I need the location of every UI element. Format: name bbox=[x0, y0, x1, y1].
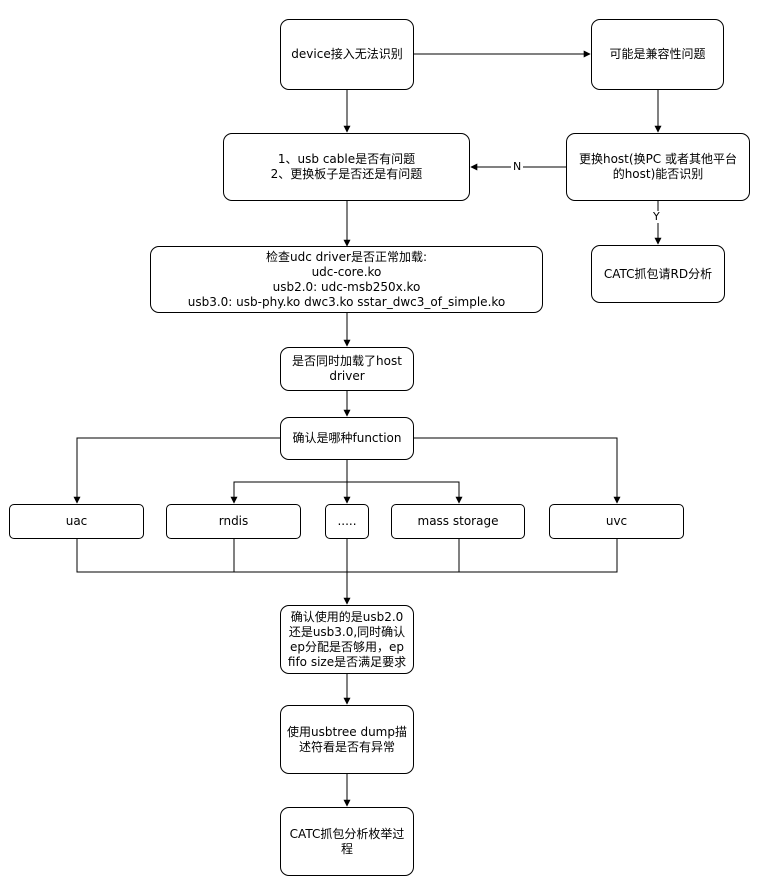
node-text-line: fifo size是否满足要求 bbox=[287, 654, 407, 669]
node-text-line: 使用usbtree dump描 bbox=[287, 724, 407, 739]
node-function: 确认是哪种function bbox=[280, 417, 414, 460]
node-change-host: 更换host(换PC 或者其他平台的host)能否识别 bbox=[566, 133, 750, 201]
node-text-line: usb3.0: usb-phy.ko dwc3.ko sstar_dwc3_of… bbox=[187, 294, 506, 309]
node-text-line: 确认使用的是usb2.0 bbox=[290, 609, 404, 624]
edge-function-rndis bbox=[230, 481, 347, 504]
node-text-line: mass storage bbox=[417, 514, 499, 528]
node-text-line: rndis bbox=[218, 514, 249, 528]
node-text-line: 的host)能否识别 bbox=[612, 167, 704, 181]
node-uvc: uvc bbox=[549, 504, 684, 539]
edge-label-y: Y bbox=[651, 210, 662, 223]
node-text-line: ep分配是否够用，ep bbox=[289, 639, 404, 654]
node-catc-enum: CATC抓包分析枚举过程 bbox=[280, 807, 414, 876]
node-catc-rd: CATC抓包请RD分析 bbox=[591, 245, 725, 303]
node-text-line: usb2.0: udc-msb250x.ko bbox=[272, 279, 421, 294]
edge-function-uac bbox=[73, 437, 280, 504]
node-text-line: device接入无法识别 bbox=[291, 47, 403, 61]
node-text-line: 还是usb3.0,同时确认 bbox=[288, 624, 406, 639]
node-text-line: 程 bbox=[340, 841, 353, 856]
node-text-line: 2、更换板子是否还是有问题 bbox=[270, 167, 423, 181]
node-text-line: CATC抓包分析枚举过 bbox=[289, 826, 405, 841]
node-usbtree: 使用usbtree dump描述符看是否有异常 bbox=[280, 705, 414, 774]
node-rndis: rndis bbox=[166, 504, 301, 539]
node-text-line: driver bbox=[329, 369, 365, 383]
node-text-line: 确认是哪种function bbox=[292, 431, 402, 445]
node-text-line: 可能是兼容性问题 bbox=[609, 47, 706, 61]
edge-function-uvc bbox=[414, 437, 621, 504]
edge-label-n: N bbox=[511, 160, 524, 173]
node-text-line: 是否同时加载了host bbox=[292, 354, 402, 368]
node-dots: ..... bbox=[325, 504, 369, 539]
node-device: device接入无法识别 bbox=[280, 19, 414, 90]
node-text-line: 检查udc driver是否正常加载: bbox=[266, 249, 427, 264]
node-text-line: 更换host(换PC 或者其他平台 bbox=[578, 152, 738, 166]
node-uac: uac bbox=[9, 504, 144, 539]
node-text-line: CATC抓包请RD分析 bbox=[603, 266, 713, 281]
node-text-line: 述符看是否有异常 bbox=[298, 739, 395, 754]
node-text-line: ..... bbox=[337, 514, 357, 528]
node-text-line: uvc bbox=[605, 514, 628, 528]
edge-function-mass bbox=[347, 481, 463, 504]
node-text-line: uac bbox=[65, 514, 88, 528]
node-compat: 可能是兼容性问题 bbox=[591, 19, 724, 90]
node-mass-storage: mass storage bbox=[391, 504, 525, 539]
node-text-line: udc-core.ko bbox=[311, 264, 382, 279]
node-text-line: 1、usb cable是否有问题 bbox=[277, 152, 416, 166]
